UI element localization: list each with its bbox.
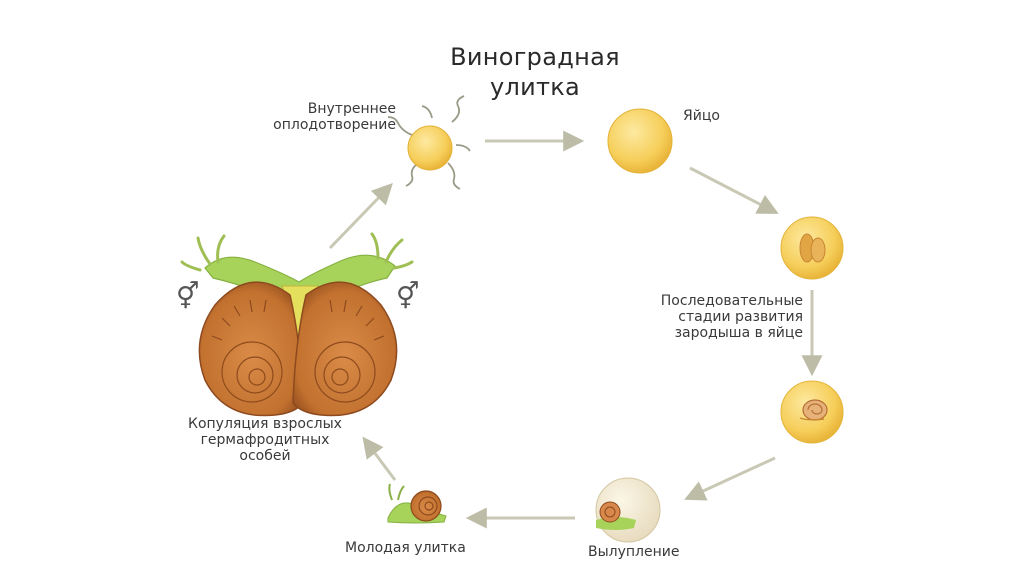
title-line-1: Виноградная: [450, 43, 620, 71]
copulating-snails-icon: [180, 232, 414, 417]
label-fertilization: Внутреннее оплодотворение: [236, 101, 396, 133]
arrow-young-to-adults: [362, 436, 397, 481]
label-copulation-line-1: Копуляция взрослых: [188, 416, 342, 432]
diagram-title: Виноградная улитка: [400, 42, 670, 102]
hermaphrodite-symbol-left-icon: ⚥: [176, 282, 200, 312]
arrow-stage2-to-hatching: [684, 456, 776, 501]
young-snail-icon: [387, 483, 447, 524]
embryo-stage-2-icon: [780, 380, 844, 444]
embryo-stage-1-icon: [780, 216, 844, 280]
label-fertilization-line-1: Внутреннее: [307, 101, 396, 117]
label-fertilization-line-2: оплодотворение: [273, 117, 396, 133]
label-egg: Яйцо: [683, 108, 720, 124]
label-stages-line-1: Последовательные: [660, 293, 803, 309]
label-stages-line-3: зародыша в яйце: [674, 325, 803, 341]
title-line-2: улитка: [489, 73, 581, 101]
label-young-snail: Молодая улитка: [345, 540, 466, 556]
egg-icon: [607, 108, 673, 174]
fertilized-egg-icon: [387, 95, 471, 190]
hatching-icon: [595, 477, 661, 543]
label-copulation: Копуляция взрослых гермафродитных особей: [165, 416, 365, 464]
arrows: [328, 130, 823, 529]
label-copulation-line-3: особей: [239, 448, 291, 464]
label-stages: Последовательные стадии развития зародыш…: [618, 293, 803, 341]
label-stages-line-2: стадии развития: [678, 309, 803, 325]
label-copulation-line-2: гермафродитных: [200, 432, 330, 448]
arrow-egg-to-stage1: [689, 166, 779, 214]
hermaphrodite-symbol-right-icon: ⚥: [396, 282, 420, 312]
label-hatching: Вылупление: [588, 544, 680, 560]
arrow-adults-to-fertilization: [328, 182, 393, 250]
